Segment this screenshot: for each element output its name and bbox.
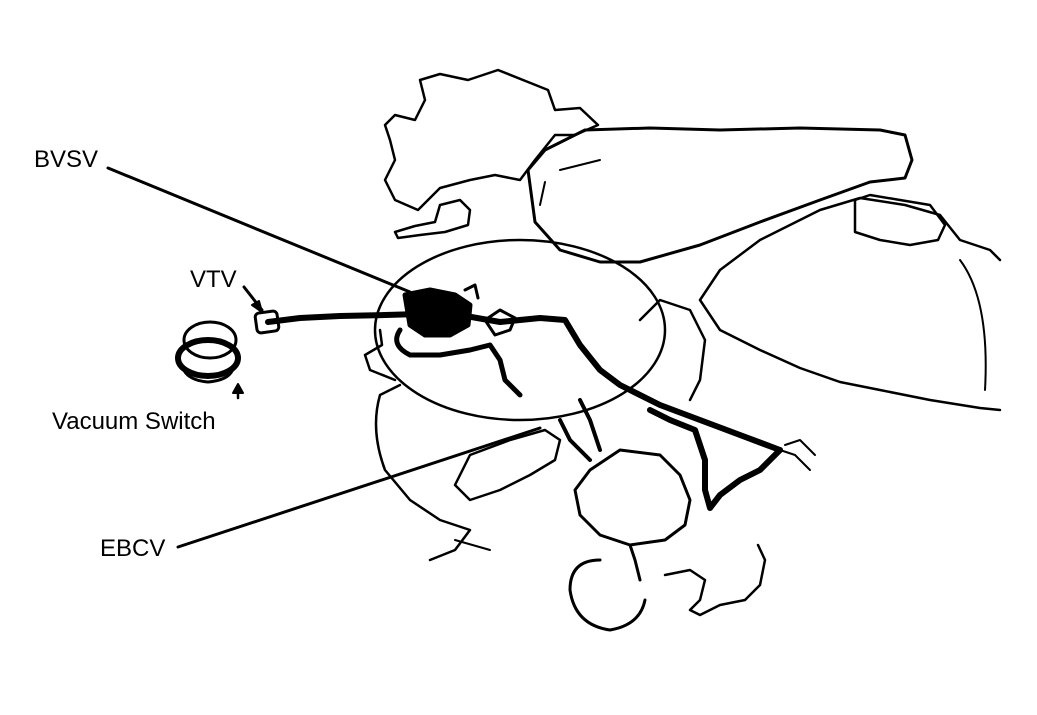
vacuum-hose-main [265,311,783,453]
leader-vtv-arrow [251,300,263,313]
bottom-actuator [573,448,692,547]
leader-bvsv [106,166,412,294]
label-bvsv: BVSV [34,146,99,173]
bvsv-cluster [402,287,473,338]
leader-vacuum-arrow [232,383,244,394]
small-bracket [393,198,472,240]
vacuum-hose-down [558,398,602,462]
bottom-left-fitting [453,428,562,502]
right-curve [959,259,987,391]
vacuum-hose-branch [394,327,523,398]
vacuum-switch-base [180,363,236,384]
label-vacuum-switch: Vacuum Switch [52,408,216,435]
right-body-outline [698,196,1002,412]
bottom-left-line [454,539,491,551]
vacuum-switch-cap [182,320,238,360]
engine-block-outline [383,68,600,212]
intake-duct [526,126,914,264]
duct-inner-line [539,159,601,206]
plenum-oval [373,238,667,422]
lower-manifold-outline [374,298,707,562]
left-engine-side [363,328,397,382]
vacuum-hose-loop [647,407,783,511]
bvsv-cluster-detail [463,283,517,337]
right-bracket [853,193,947,247]
bottom-pipe [568,543,647,632]
label-vtv: VTV [190,266,237,293]
hose-ends [779,439,816,471]
bottom-right-fitting [663,543,767,617]
vacuum-switch-body [175,337,241,379]
label-ebcv: EBCV [100,535,166,562]
vtv-body [253,309,281,335]
leader-ebcv [176,426,542,549]
